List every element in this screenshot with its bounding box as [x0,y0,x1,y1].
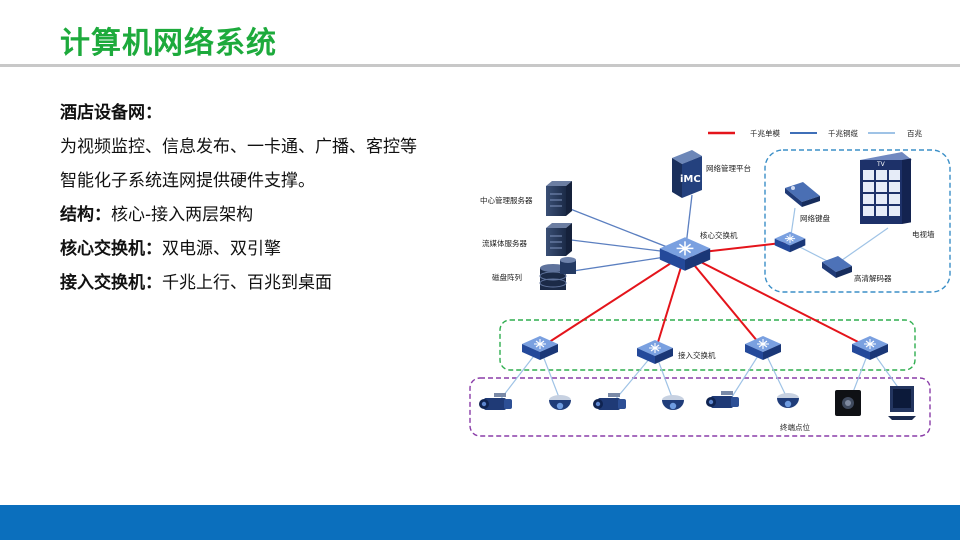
imc-badge: iMC [680,174,701,185]
page-title: 计算机网络系统 [60,26,277,61]
intro-line-1: 为视频监控、信息发布、一卡通、广播、客控等 [60,137,417,157]
legend-copper-label: 千兆铜缆 [828,128,858,138]
access-zone-border [499,319,916,371]
terminal-zone-border [469,377,931,437]
point-access-switch: 接入交换机：千兆上行、百兆到桌面 [60,266,470,300]
legend-100m-label: 百兆 [907,128,922,138]
management-server-icon [546,181,572,216]
point-structure: 结构：核心-接入两层架构 [60,198,470,232]
access-switch-icon [636,339,674,365]
tv-badge: TV [876,161,886,168]
imc-platform-icon: iMC [672,150,702,198]
access-switch-label: 接入交换机 [678,350,716,360]
point-label: 接入交换机： [60,273,162,293]
title-divider [0,64,960,67]
core-switch-label: 核心交换机 [700,230,738,240]
streaming-server-icon [546,223,572,256]
display-zone-border [764,149,951,293]
terminals-label: 终端点位 [780,422,810,432]
legend-single-mode-label: 千兆单模 [750,128,780,138]
imc-label: 网络管理平台 [706,163,751,173]
description-block: 酒店设备网： 为视频监控、信息发布、一卡通、广播、客控等 智能化子系统连网提供硬… [60,96,470,300]
dome-camera-icon [549,395,571,410]
access-switch-icon [744,335,782,361]
network-keyboard-label: 网络键盘 [800,213,830,223]
intro-heading: 酒店设备网： [60,103,162,123]
intercom-panel-icon [835,390,861,416]
tv-wall-icon: TV [860,152,912,224]
access-switch-icon [851,335,889,361]
hd-decoder-icon [822,256,852,278]
bullet-camera-icon [479,393,512,410]
disk-array-icon [539,257,576,290]
disk-array-label: 磁盘阵列 [492,272,522,282]
point-label: 结构： [60,205,111,225]
dome-camera-icon [777,393,799,408]
bullet-camera-icon [593,393,626,410]
management-server-label: 中心管理服务器 [480,195,533,205]
streaming-server-label: 流媒体服务器 [482,238,527,248]
intro-line-2: 智能化子系统连网提供硬件支撑。 [60,171,315,191]
point-text: 核心-接入两层架构 [111,205,254,225]
display-switch-icon [774,231,806,253]
point-text: 双电源、双引擎 [162,239,281,259]
footer-bar [0,505,960,540]
point-core-switch: 核心交换机：双电源、双引擎 [60,232,470,266]
monitor-icon [888,386,916,420]
network-keyboard-icon [785,182,820,207]
hd-decoder-label: 高清解码器 [854,273,892,283]
dome-camera-icon [662,395,684,410]
point-label: 核心交换机： [60,239,162,259]
tv-wall-label: 电视墙 [912,229,935,239]
network-diagram: 千兆单模 千兆铜缆 百兆 iMC [460,120,960,450]
point-text: 千兆上行、百兆到桌面 [162,273,332,293]
legend: 千兆单模 千兆铜缆 百兆 [708,128,922,138]
